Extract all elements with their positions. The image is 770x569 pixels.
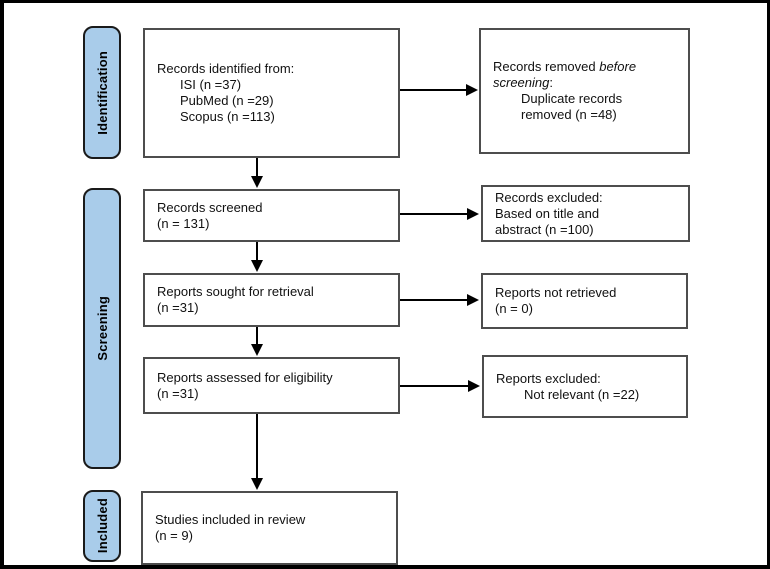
reports-assessed-count: (n =31) <box>157 385 199 401</box>
stage-bar-identification: Identification <box>83 26 121 159</box>
records-screened-line: Records screened <box>157 199 263 215</box>
records-removed-normal1: Records removed <box>493 59 600 74</box>
reports-excluded-item: Not relevant (n =22) <box>524 386 640 402</box>
box-reports-excluded: Reports excluded: Not relevant (n =22) <box>482 355 688 418</box>
stage-label-screening: Screening <box>94 296 110 361</box>
records-removed-normal2: : <box>549 75 553 90</box>
records-removed-line2: screening: <box>493 75 680 91</box>
studies-included-count: (n = 9) <box>155 528 193 543</box>
box-records-identified: Records identified from: ISI (n =37) Pub… <box>143 28 400 158</box>
records-removed-italic1: before <box>599 59 637 74</box>
records-removed-italic2: screening <box>493 75 550 90</box>
records-identified-item: Scopus (n =113) <box>180 109 275 124</box>
reports-excluded-heading: Reports excluded: <box>496 370 601 386</box>
records-screened-count: (n = 131) <box>157 215 210 231</box>
stage-label-included: Included <box>94 498 110 554</box>
records-identified-heading: Records identified from: <box>157 61 295 76</box>
records-removed-line1: Records removed before <box>493 59 680 75</box>
records-excluded-line: Based on title and <box>495 205 600 221</box>
records-identified-item: ISI (n =37) <box>180 77 242 92</box>
box-studies-included: Studies included in review (n = 9) <box>141 491 398 565</box>
stage-bar-screening: Screening <box>83 188 121 469</box>
box-reports-assessed: Reports assessed for eligibility (n =31) <box>143 357 400 414</box>
stage-bar-included: Included <box>83 490 121 562</box>
reports-sought-count: (n =31) <box>157 300 199 315</box>
stage-label-identification: Identification <box>94 50 110 135</box>
reports-not-retrieved-line: Reports not retrieved <box>495 285 617 300</box>
records-removed-item: Duplicate records <box>521 91 623 106</box>
records-excluded-line: abstract (n =100) <box>495 221 594 237</box>
records-identified-item: PubMed (n =29) <box>180 93 274 108</box>
box-records-excluded: Records excluded: Based on title and abs… <box>481 185 690 242</box>
box-reports-not-retrieved: Reports not retrieved (n = 0) <box>481 273 688 329</box>
reports-sought-line: Reports sought for retrieval <box>157 284 314 299</box>
studies-included-line: Studies included in review <box>155 512 306 527</box>
reports-assessed-line: Reports assessed for eligibility <box>157 369 333 385</box>
box-records-screened: Records screened (n = 131) <box>143 189 400 242</box>
box-records-removed: Records removed before screening: Duplic… <box>479 28 690 154</box>
box-reports-sought: Reports sought for retrieval (n =31) <box>143 273 400 327</box>
records-removed-item: removed (n =48) <box>521 107 617 122</box>
records-excluded-line: Records excluded: <box>495 189 603 205</box>
reports-not-retrieved-count: (n = 0) <box>495 301 533 316</box>
